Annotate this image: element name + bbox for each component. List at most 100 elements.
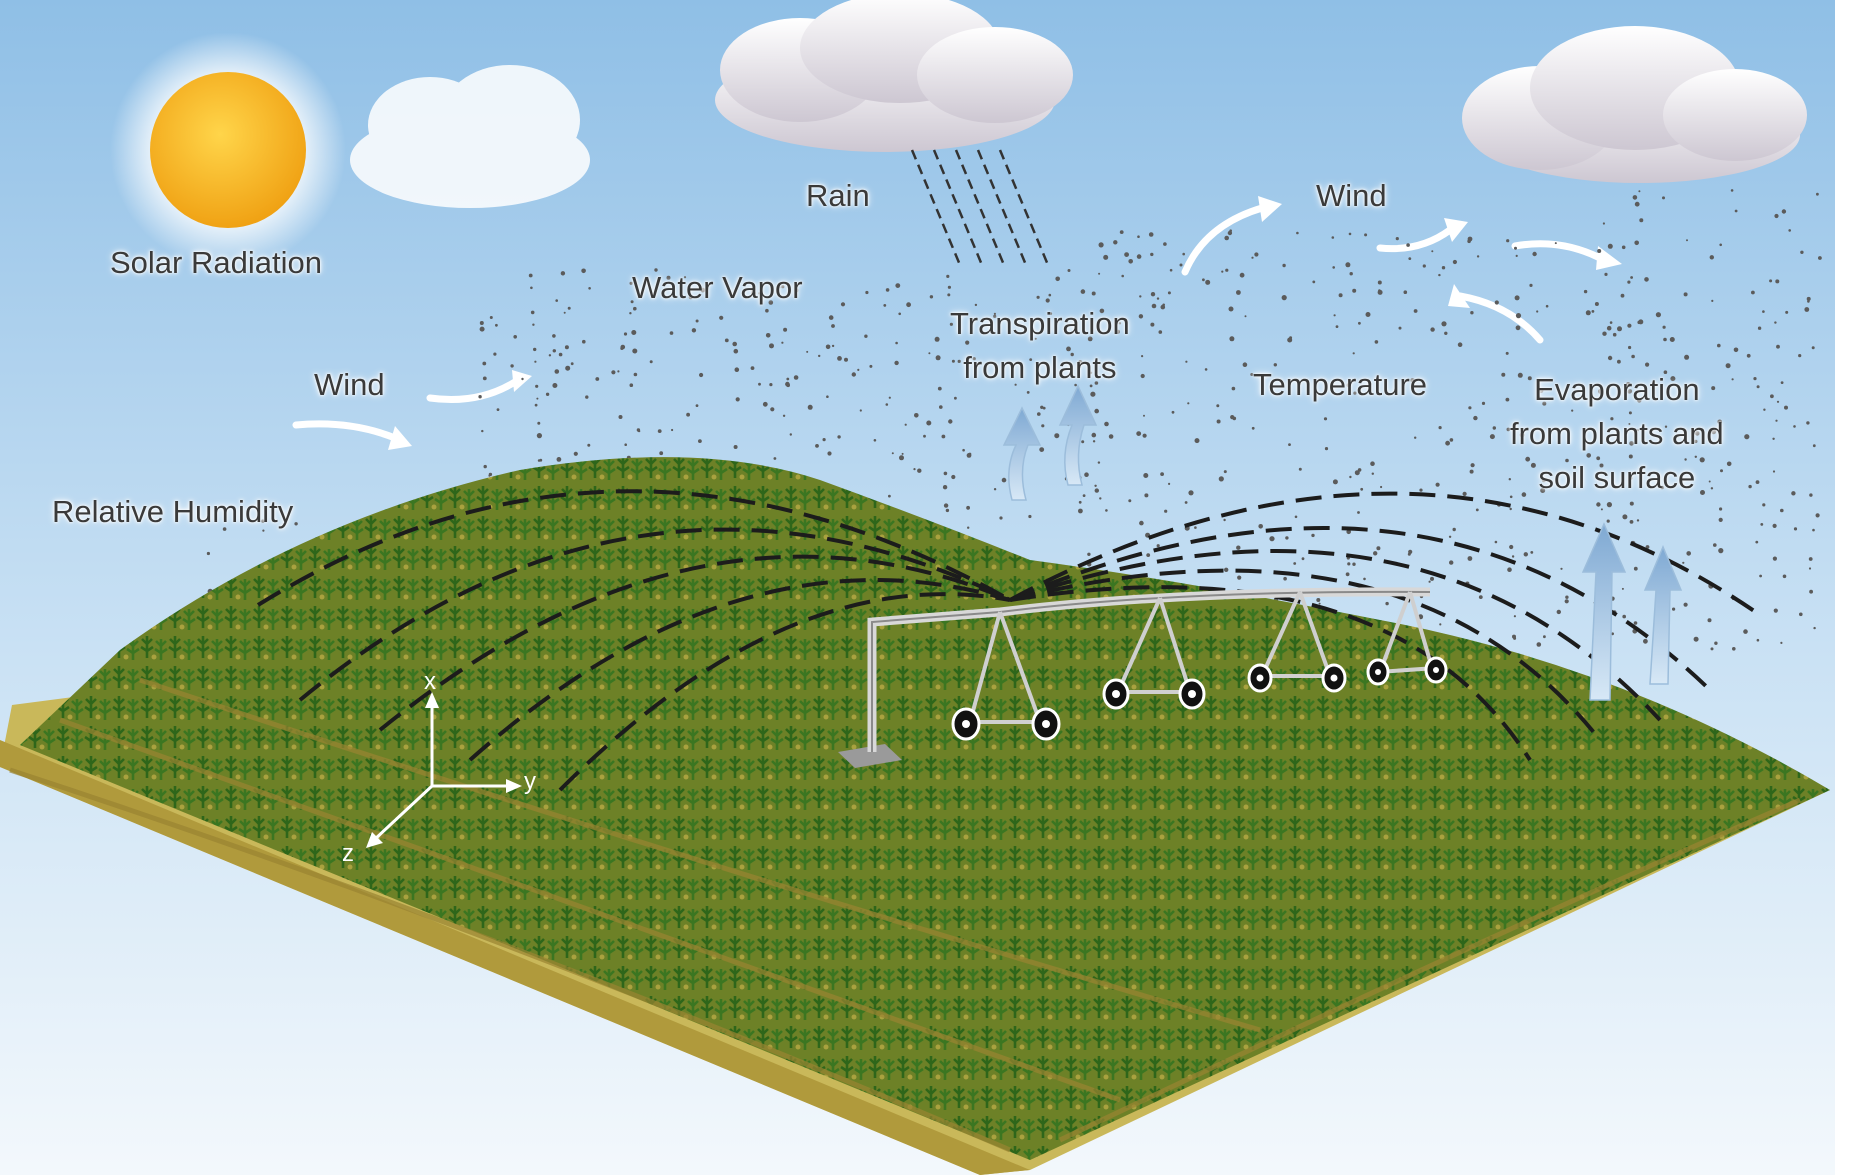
vapor-particle (1223, 470, 1227, 474)
vapor-particle (765, 333, 771, 338)
vapor-particle (793, 375, 799, 380)
vapor-particle (1775, 279, 1780, 284)
vapor-particle (1080, 289, 1086, 294)
vapor-particle (1228, 306, 1234, 312)
crop-rows-shade (20, 457, 1830, 1161)
cloud-icon (350, 65, 590, 208)
vapor-particle (1158, 330, 1163, 334)
vapor-particle (1538, 388, 1544, 393)
vapor-particle (786, 377, 790, 381)
vapor-particle (558, 352, 563, 357)
vapor-particle (1324, 447, 1329, 451)
vapor-particle (827, 451, 832, 456)
vapor-particle (629, 383, 634, 388)
vapor-particle (1296, 231, 1299, 235)
vapor-particle (1029, 358, 1033, 361)
vapor-particle (1529, 283, 1533, 287)
vapor-particle (633, 372, 638, 377)
vapor-particle (488, 474, 491, 477)
vapor-particle (611, 370, 616, 375)
vapor-particle (1408, 257, 1412, 260)
vapor-particle (1793, 425, 1796, 428)
vapor-particle (1812, 444, 1816, 448)
vapor-particle (1301, 557, 1305, 561)
axis-label-z: z (342, 840, 354, 867)
vapor-particle (967, 526, 970, 529)
vapor-particle (1028, 514, 1032, 519)
vapor-particle (1719, 243, 1722, 247)
vapor-particle (1441, 321, 1447, 327)
vapor-particle (1509, 495, 1513, 499)
vapor-particle (671, 428, 674, 432)
vapor-particle (1087, 336, 1093, 342)
vapor-particle (1514, 295, 1520, 301)
vapor-particle (1514, 246, 1517, 250)
vapor-particle (1602, 222, 1605, 225)
vapor-particle (1376, 546, 1381, 551)
vapor-particle (1014, 383, 1017, 386)
vapor-particle (1136, 254, 1142, 259)
vapor-particle (1629, 476, 1633, 480)
vapor-particle (1523, 552, 1529, 557)
vapor-particle (1042, 406, 1046, 410)
vapor-particle (837, 356, 842, 361)
vapor-particle (1431, 250, 1434, 253)
vapor-particle (1244, 315, 1247, 318)
vapor-particle (1711, 429, 1717, 435)
vapor-particle (1368, 382, 1372, 386)
vapor-particle (1785, 310, 1789, 314)
vapor-particle (552, 334, 556, 338)
vapor-particle (783, 327, 788, 332)
vapor-particle (699, 372, 704, 378)
vapor-particle (1772, 470, 1776, 473)
sun-icon (110, 32, 346, 268)
vapor-particle (478, 395, 482, 399)
vapor-particle (1020, 325, 1024, 328)
vapor-particle (262, 529, 265, 532)
vapor-particle (1084, 472, 1089, 478)
vapor-particle (1713, 543, 1717, 547)
vapor-particle (1352, 352, 1355, 355)
vapor-particle (1374, 340, 1379, 344)
vapor-particle (1508, 478, 1512, 481)
vapor-particle (1543, 635, 1546, 639)
vapor-particle (683, 276, 687, 279)
vapor-particle (1628, 389, 1633, 394)
vapor-particle (1438, 273, 1441, 277)
vapor-particle (1287, 337, 1293, 343)
vapor-particle (899, 455, 904, 461)
vapor-particle (654, 268, 658, 272)
vapor-particle (1784, 405, 1788, 410)
vapor-particle (649, 360, 653, 364)
vapor-particle (1693, 636, 1699, 642)
vapor-particle (1536, 310, 1539, 313)
vapor-particle (532, 323, 535, 326)
vapor-particle (1218, 476, 1224, 482)
vapor-particle (784, 282, 788, 285)
vapor-particle (1720, 469, 1723, 473)
vapor-particle (1365, 312, 1371, 317)
vapor-particle (1452, 527, 1456, 532)
vapor-particle (1718, 517, 1723, 523)
vapor-particle (1194, 438, 1200, 444)
vapor-particle (1371, 472, 1375, 475)
vapor-particle (1760, 523, 1764, 526)
vapor-particle (1476, 255, 1480, 258)
vapor-particle (1807, 300, 1810, 303)
vapor-particle (1815, 513, 1820, 518)
vapor-particle (1811, 346, 1815, 350)
vapor-particle (1711, 299, 1714, 302)
vapor-particle (1422, 264, 1426, 268)
vapor-particle (1179, 263, 1183, 267)
vapor-particle (1283, 576, 1287, 581)
vapor-particle (691, 328, 697, 333)
vapor-particle (1743, 629, 1748, 634)
label-transpiration: Transpiration from plants (950, 302, 1130, 390)
vapor-particle (1515, 313, 1522, 319)
vapor-particle (1452, 259, 1457, 265)
vapor-particle (1519, 432, 1525, 438)
vapor-particle (923, 434, 926, 438)
vapor-particle (1438, 426, 1442, 430)
vapor-particle (530, 286, 533, 290)
vapor-particle (1788, 229, 1791, 232)
